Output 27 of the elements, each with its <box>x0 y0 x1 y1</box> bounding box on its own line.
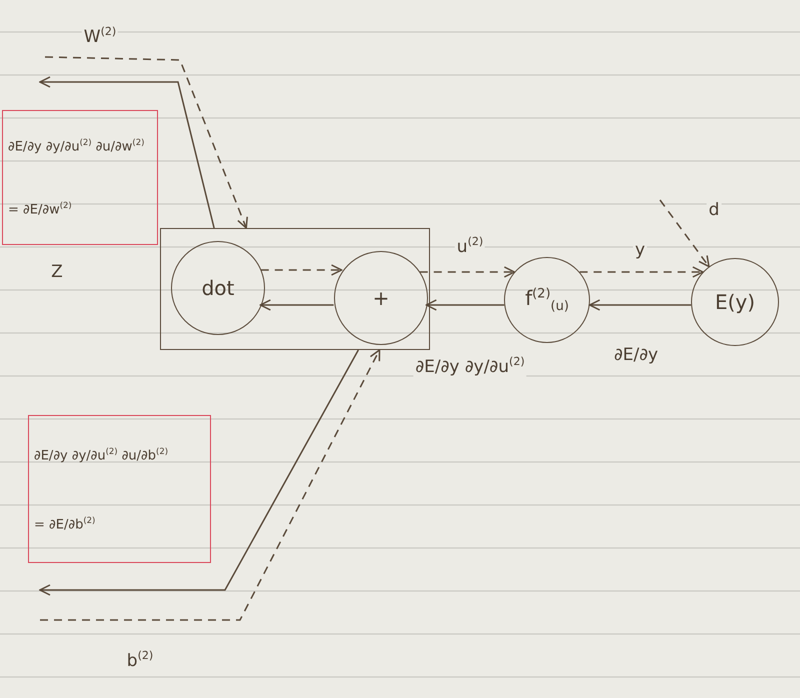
function-node <box>504 257 590 343</box>
error-node <box>691 258 779 346</box>
formula-text: ∂E/∂y ∂y/∂u$^{(2)}$ ∂u/∂b$^{(2)}$ <box>34 446 168 464</box>
arrow <box>39 76 215 228</box>
formula-text: ∂E/∂y ∂y/∂u$^{(2)}$ ∂u/∂w$^{(2)}$ <box>8 137 144 156</box>
formula-text: = ∂E/∂b$^{(2)}$ <box>34 514 96 532</box>
formula-box <box>2 110 158 245</box>
edge-label: ∂E/∂y <box>612 345 660 365</box>
arrow <box>588 299 692 311</box>
dashed-arrow <box>420 266 516 278</box>
arrow <box>39 350 359 596</box>
node-label: + <box>372 286 390 310</box>
operation-node <box>334 251 428 345</box>
operation-node <box>171 241 265 335</box>
group-box <box>160 228 430 350</box>
dashed-arrow <box>580 266 704 278</box>
node-label: E(y) <box>714 290 756 314</box>
dashed-arrow <box>44 56 248 229</box>
formula-box <box>28 415 211 563</box>
dashed-arrow <box>659 200 710 268</box>
node-label: dot <box>202 276 234 300</box>
dashed-arrow <box>40 349 380 621</box>
arrow <box>426 299 504 311</box>
edge-label: ∂E/∂y ∂y/∂u$^{(2)}$ <box>413 355 527 377</box>
formula-text: = ∂E/∂w$^{(2)}$ <box>8 200 72 218</box>
arrow <box>260 299 334 311</box>
dashed-arrow <box>260 264 342 276</box>
